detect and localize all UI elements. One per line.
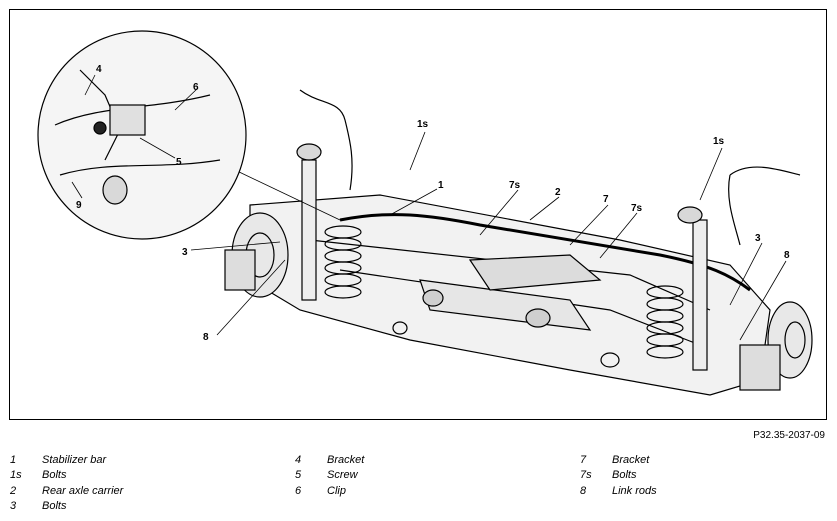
callout-3-right: 3 [755,233,761,244]
callout-8-left: 8 [203,332,209,343]
callout-6: 6 [193,82,199,93]
callout-5: 5 [176,157,182,168]
left-coil-spring-drawing [324,225,362,299]
legend-number: 2 [10,484,17,497]
callout-1s-right: 1s [713,136,725,147]
callout-2: 2 [555,187,561,198]
legend-label: Bracket [327,454,365,466]
legend-label: Bolts [612,469,637,482]
callout-1s-left: 1s [417,119,429,130]
left-sensor-cable-drawing [299,89,353,191]
legend-number: 7s [580,469,592,482]
right-shock-absorber-drawing [677,206,708,371]
callout-7: 7 [603,194,609,205]
rear-axle-illustration: 1 1s 1s 7s 2 7 7s 3 3 8 8 4 6 5 9 [37,30,813,396]
right-hub-drawing [739,301,813,391]
legend-label: Screw [327,469,358,482]
legend-number: 1s [10,469,22,482]
left-shock-absorber-drawing [296,143,322,301]
right-sensor-cable-drawing [728,166,801,246]
legend-label: Rear axle carrier [42,484,124,497]
right-coil-spring-drawing [646,285,684,359]
legend-label: Stabilizer bar [42,454,107,466]
detail-magnifier [37,30,247,240]
legend-label: Link rods [612,484,657,497]
callout-8-right: 8 [784,250,790,261]
callout-3-left: 3 [182,247,188,258]
legend-number: 7 [580,454,587,466]
callout-9: 9 [76,200,82,211]
legend-label: Bracket [612,454,650,466]
rear-axle-carrier-drawing [249,194,771,396]
legend-number: 5 [295,469,302,482]
stabilizer-bar-drawing [339,213,751,292]
legend-label: Bolts [42,499,67,512]
figure-code: P32.35-2037-09 [753,430,825,441]
figure-frame: 1 1s 1s 7s 2 7 7s 3 3 8 8 4 6 5 9 [9,9,827,420]
left-hub-drawing [224,212,289,298]
legend-number: 6 [295,484,302,497]
callout-7s-middle: 7s [509,180,521,191]
callout-7s-right: 7s [631,203,643,214]
legend-number: 3 [10,499,17,512]
legend-label: Bolts [42,469,67,482]
legend-number: 8 [580,484,587,497]
callout-4: 4 [96,64,102,75]
legend-number: 1 [10,454,17,466]
legend-number: 4 [295,454,302,466]
callout-1: 1 [438,180,444,191]
legend-label: Clip [327,484,346,497]
